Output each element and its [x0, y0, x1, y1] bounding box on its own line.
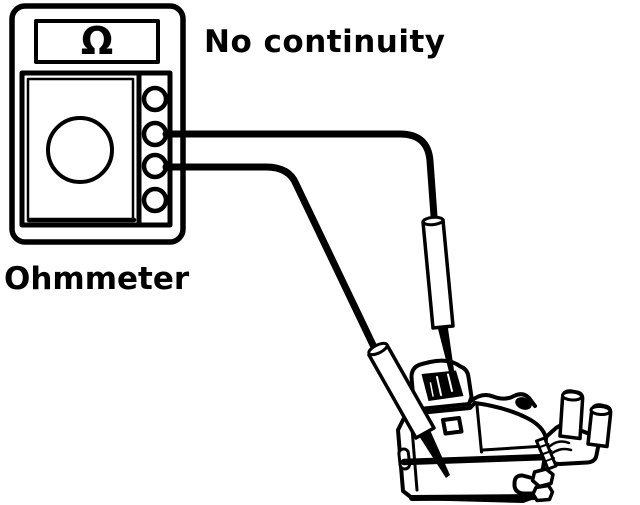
- stud-nut-lower: [531, 483, 555, 503]
- vacuum-port-left-opening: [561, 390, 583, 402]
- probe-left-cap: [367, 341, 389, 357]
- body-bottom-edge: [409, 494, 543, 501]
- bracket-clamp: [512, 473, 535, 496]
- harness-grommet: [515, 397, 532, 410]
- terminal-jack-4: [141, 186, 169, 214]
- front-square-port: [441, 416, 464, 436]
- test-lead-wire-lower: [162, 163, 377, 349]
- vacuum-port-right-opening: [589, 404, 612, 417]
- flange-fold-line: [551, 447, 573, 455]
- connector-pin: [429, 382, 434, 397]
- connector-pin: [436, 376, 442, 396]
- test-probe-right: [421, 215, 456, 386]
- test-lead-wire-upper: [162, 130, 438, 220]
- top-harness: [469, 392, 537, 408]
- connector-cavity: [421, 370, 464, 401]
- terminal-jack-1: [141, 85, 169, 113]
- flange-fold-line: [548, 440, 571, 448]
- terminal-jacks: [141, 85, 169, 214]
- stud-thread: [545, 457, 555, 462]
- omega-symbol-icon: Ω: [81, 19, 113, 63]
- probe-left-tip: [419, 430, 450, 478]
- test-probe-left: [367, 341, 450, 478]
- annotation-no-continuity: No continuity: [204, 24, 446, 60]
- stud-thread: [539, 443, 550, 448]
- stud-nut-upper: [530, 467, 555, 489]
- meter-caption: Ohmmeter: [4, 261, 190, 297]
- ohmmeter-device: Ω: [9, 3, 186, 245]
- mounting-bracket: [512, 436, 558, 503]
- vacuum-port-manifold: [543, 389, 613, 466]
- ohmmeter-display: [34, 19, 160, 64]
- probe-right-cap: [421, 215, 445, 227]
- body-seam-band: [400, 453, 552, 466]
- dial-knob: [46, 116, 114, 184]
- stud-thread: [542, 450, 553, 455]
- connector-pin: [447, 373, 453, 392]
- coil-front-edge: [475, 404, 483, 454]
- coil-lower-edge: [481, 444, 547, 452]
- probe-right-barrel: [421, 218, 455, 330]
- probe-right-tip: [437, 325, 456, 386]
